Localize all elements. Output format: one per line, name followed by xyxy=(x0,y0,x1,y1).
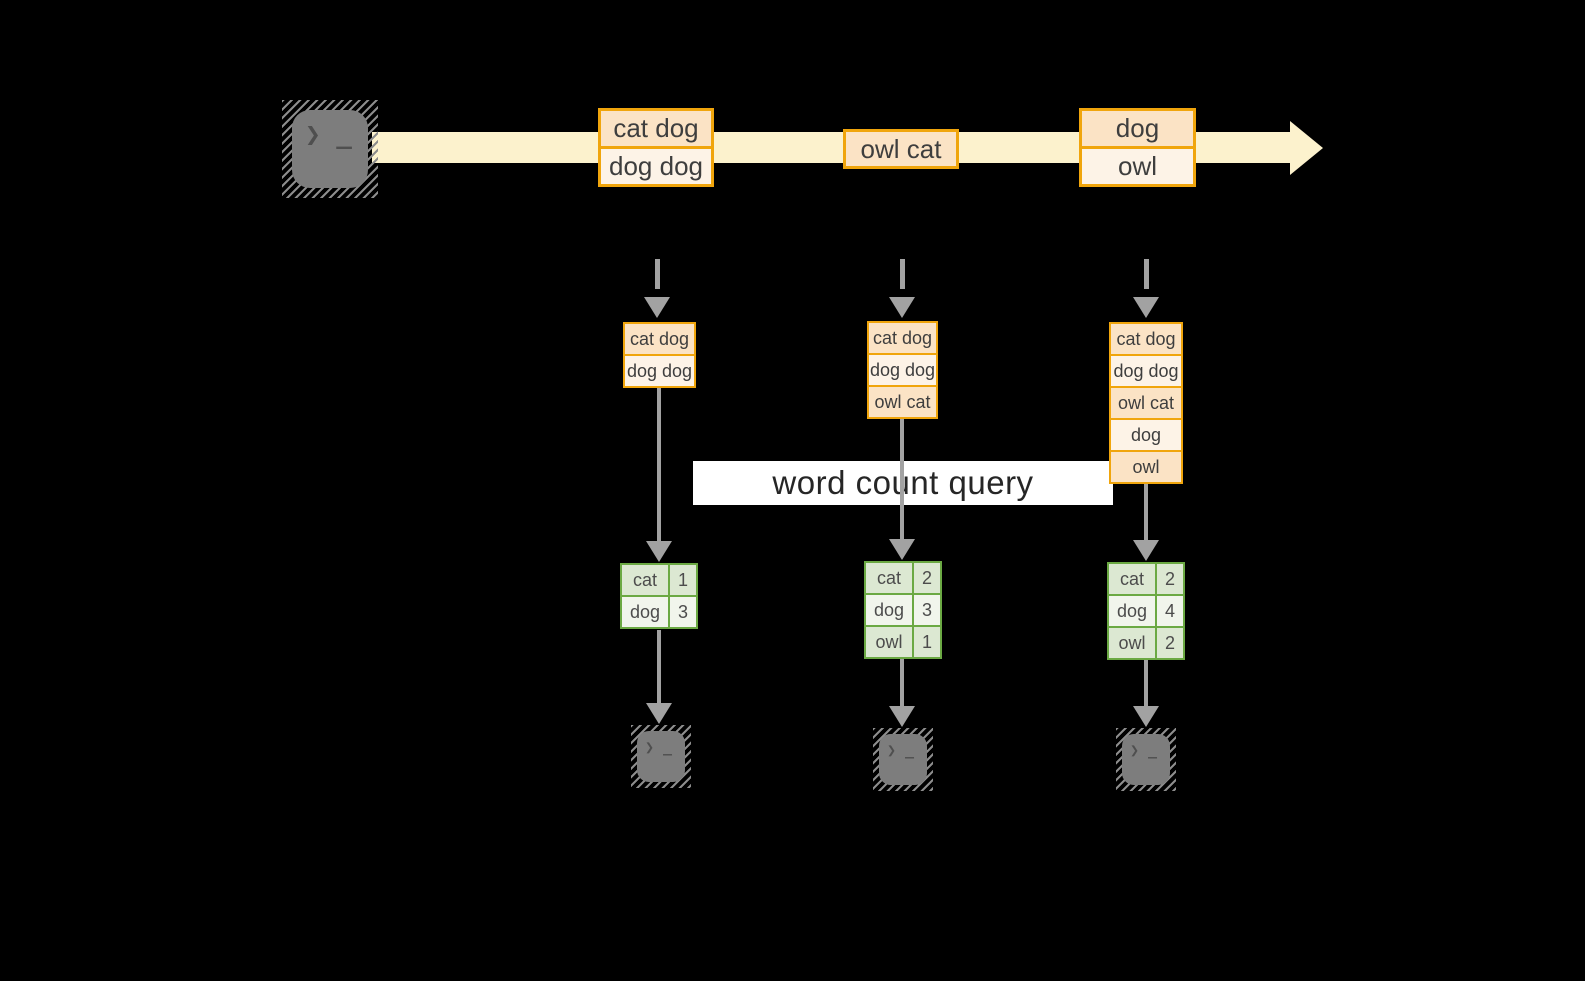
flow-arrowhead-icon xyxy=(646,541,672,562)
stream-event-box: cat dog dog dog xyxy=(598,108,714,187)
word-cell: cat xyxy=(622,565,668,595)
terminal-prompt-icon: ❯ _ xyxy=(1130,741,1158,759)
count-cell: 1 xyxy=(670,565,696,595)
flow-arrowhead-icon xyxy=(889,706,915,727)
terminal-screen: ❯ _ xyxy=(292,110,368,188)
word-cell: cat xyxy=(866,563,912,593)
word-cell: owl xyxy=(1109,628,1155,658)
count-cell: 3 xyxy=(914,595,940,625)
event-cell: owl cat xyxy=(846,132,956,166)
batch-cell: owl xyxy=(1111,452,1181,482)
flow-arrow xyxy=(900,417,904,542)
batch-cell: cat dog xyxy=(1111,324,1181,354)
dashed-arrowhead-icon xyxy=(889,297,915,318)
flow-arrowhead-icon xyxy=(646,703,672,724)
input-stream-arrowhead-icon xyxy=(1290,121,1323,175)
event-cell: cat dog xyxy=(601,111,711,146)
batch-cell: cat dog xyxy=(625,324,694,354)
count-cell: 2 xyxy=(914,563,940,593)
count-cell: 2 xyxy=(1157,564,1183,594)
terminal-prompt-icon: ❯ _ xyxy=(305,120,352,150)
flow-arrow xyxy=(900,659,904,707)
dashed-arrow xyxy=(1144,259,1149,289)
batch-cell: dog dog xyxy=(625,356,694,386)
flow-arrow xyxy=(1144,482,1148,542)
terminal-screen: ❯ _ xyxy=(637,731,685,782)
count-cell: 1 xyxy=(914,627,940,657)
batch-cell: dog xyxy=(1111,420,1181,450)
sink-terminal-icon: ❯ _ xyxy=(873,728,933,791)
flow-arrowhead-icon xyxy=(889,539,915,560)
batch-cell: cat dog xyxy=(869,323,936,353)
micro-batch-stack: cat dog dog dog owl cat xyxy=(867,321,938,419)
word-cell: owl xyxy=(866,627,912,657)
micro-batch-stack: cat dog dog dog owl cat dog owl xyxy=(1109,322,1183,484)
batch-cell: dog dog xyxy=(1111,356,1181,386)
event-cell: owl xyxy=(1082,149,1193,184)
stream-event-box: dog owl xyxy=(1079,108,1196,187)
dashed-arrowhead-icon xyxy=(644,297,670,318)
sink-terminal-icon: ❯ _ xyxy=(631,725,691,788)
micro-batch-stack: cat dog dog dog xyxy=(623,322,696,388)
terminal-prompt-icon: ❯ _ xyxy=(887,741,915,759)
word-cell: dog xyxy=(622,597,668,627)
count-cell: 3 xyxy=(670,597,696,627)
batch-cell: owl cat xyxy=(869,387,936,417)
word-cell: dog xyxy=(866,595,912,625)
word-count-table: cat 2 dog 3 owl 1 xyxy=(864,561,942,659)
flow-arrow xyxy=(657,387,661,542)
flow-arrowhead-icon xyxy=(1133,540,1159,561)
stream-event-box: owl cat xyxy=(843,129,959,169)
terminal-prompt-icon: ❯ _ xyxy=(645,738,673,756)
dashed-arrowhead-icon xyxy=(1133,297,1159,318)
terminal-screen: ❯ _ xyxy=(879,734,927,785)
sink-terminal-icon: ❯ _ xyxy=(1116,728,1176,791)
dashed-arrow xyxy=(900,259,905,289)
word-cell: cat xyxy=(1109,564,1155,594)
batch-cell: owl cat xyxy=(1111,388,1181,418)
word-cell: dog xyxy=(1109,596,1155,626)
flow-arrowhead-icon xyxy=(1133,706,1159,727)
event-cell: dog xyxy=(1082,111,1193,146)
count-cell: 4 xyxy=(1157,596,1183,626)
batch-cell: dog dog xyxy=(869,355,936,385)
count-cell: 2 xyxy=(1157,628,1183,658)
terminal-screen: ❯ _ xyxy=(1122,734,1170,785)
flow-arrow xyxy=(1144,660,1148,707)
flow-arrow xyxy=(657,630,661,704)
word-count-table: cat 1 dog 3 xyxy=(620,563,698,629)
word-count-table: cat 2 dog 4 owl 2 xyxy=(1107,562,1185,660)
source-terminal-icon: ❯ _ xyxy=(282,100,378,198)
dashed-arrow xyxy=(655,259,660,289)
event-cell: dog dog xyxy=(601,149,711,184)
